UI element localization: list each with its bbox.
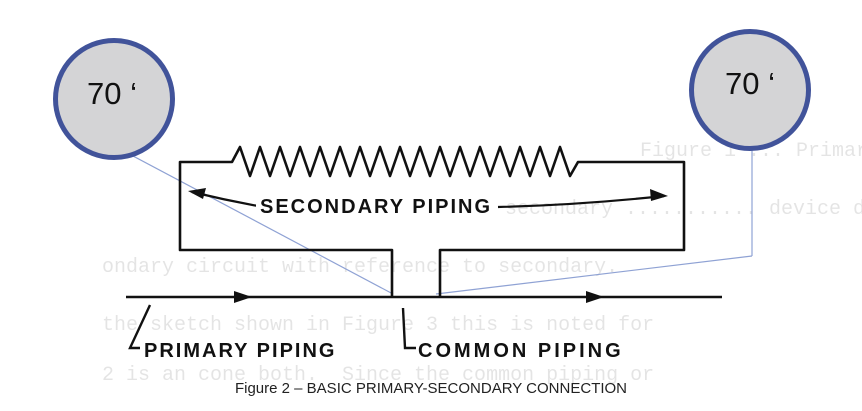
common-piping-label: COMMON PIPING [418,340,624,362]
figure-caption: Figure 2 – BASIC PRIMARY-SECONDARY CONNE… [234,380,628,397]
bleed-through-text: Figure 1 ... Primary pump [640,140,862,163]
primary-label-leader [128,304,152,350]
primary-piping-label: PRIMARY PIPING [144,340,337,362]
common-label-leader [401,307,416,350]
callout-bubble-right [689,29,811,151]
callout-leader-line-right [435,255,753,295]
arrowhead-icon [188,188,206,199]
callout-left-text: 70 ‘ [87,76,137,111]
bleed-through-text: ondary circuit with reference to seconda… [102,256,619,279]
secondary-piping-label: SECONDARY PIPING [256,196,497,219]
callout-right-text: 70 ‘ [725,66,775,101]
secondary-flow-arrow-right [497,194,665,209]
bleed-through-text: 2 is an cone both. Since the common pipi… [102,364,655,387]
callout-bubble-left [53,38,175,160]
primary-flow-arrow-icon [586,291,604,303]
secondary-piping-loop [178,145,686,296]
arrowhead-icon [650,189,668,201]
callout-leader-line-left [117,147,394,295]
bleed-through-text: secondary ........... device de [505,198,862,221]
bleed-through-text: the sketch shown in Figure 3 this is not… [102,314,655,337]
primary-flow-arrow-icon [234,291,252,303]
